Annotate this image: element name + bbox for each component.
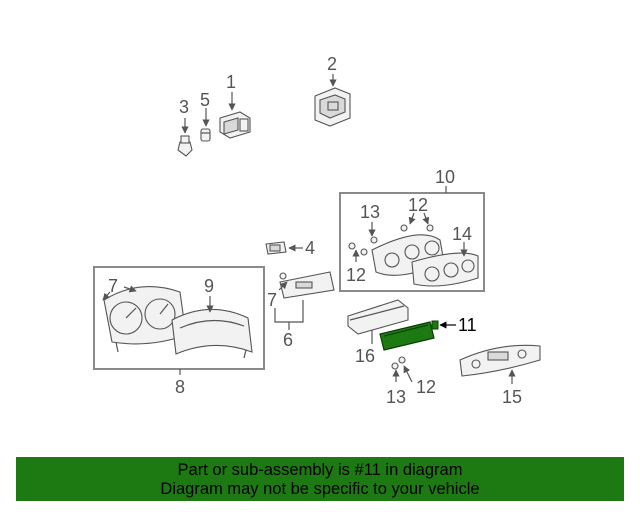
leader-7a2 [102, 291, 111, 301]
callout-7-right: 7 [267, 290, 277, 310]
group-box-8 [93, 266, 265, 370]
callout-14: 14 [452, 224, 472, 244]
part-6-panel[interactable] [279, 271, 335, 299]
part-2-housing[interactable] [314, 87, 351, 127]
leader-7a [123, 285, 137, 293]
part-14-control-panel[interactable] [411, 252, 479, 287]
callout-7-left: 7 [108, 276, 118, 296]
banner-line-1: Part or sub-assembly is #11 in diagram [177, 461, 463, 479]
part-8-meter-face[interactable] [103, 286, 187, 353]
part-3-bulb[interactable] [177, 135, 193, 157]
banner-line-2: Diagram may not be specific to your vehi… [160, 480, 480, 498]
callout-13-top: 13 [360, 202, 380, 222]
callout-13-bottom: 13 [386, 387, 406, 407]
callout-10: 10 [435, 167, 455, 187]
callout-12-bottom: 12 [416, 377, 436, 397]
leader-7b [278, 281, 288, 291]
group-box-10 [339, 192, 485, 292]
part-4-switch[interactable] [265, 241, 287, 255]
screw-group-top [348, 224, 434, 256]
part-9-meter-lens[interactable] [171, 308, 253, 359]
callout-3: 3 [179, 97, 189, 117]
callout-9: 9 [204, 276, 214, 296]
leader-12-top-a [408, 212, 416, 225]
leader-12-top-b [422, 212, 430, 225]
screw-group-bottom [391, 356, 406, 370]
part-1-switch[interactable] [219, 111, 251, 139]
callout-15: 15 [502, 387, 522, 407]
callout-4: 4 [305, 238, 315, 258]
notice-banner: Part or sub-assembly is #11 in diagram D… [16, 457, 624, 501]
callout-11: 11 [458, 315, 477, 335]
parts-diagram: 1 5 3 2 4 9 7 [93, 54, 541, 407]
part-5-plug[interactable] [200, 128, 211, 142]
callout-16: 16 [355, 346, 375, 366]
callout-12-top: 12 [408, 195, 428, 215]
part-11-highlighted[interactable] [379, 320, 439, 351]
part-15-control-panel[interactable] [459, 344, 541, 377]
callout-2: 2 [327, 54, 337, 74]
callout-6: 6 [283, 330, 293, 350]
callout-8: 8 [175, 377, 185, 397]
callout-12-mid: 12 [346, 265, 366, 285]
callout-1: 1 [226, 72, 236, 92]
bracket-6 [274, 300, 304, 323]
leader-12-bottom [403, 365, 413, 383]
callout-5: 5 [200, 90, 210, 110]
part-16-bracket[interactable] [347, 299, 409, 335]
